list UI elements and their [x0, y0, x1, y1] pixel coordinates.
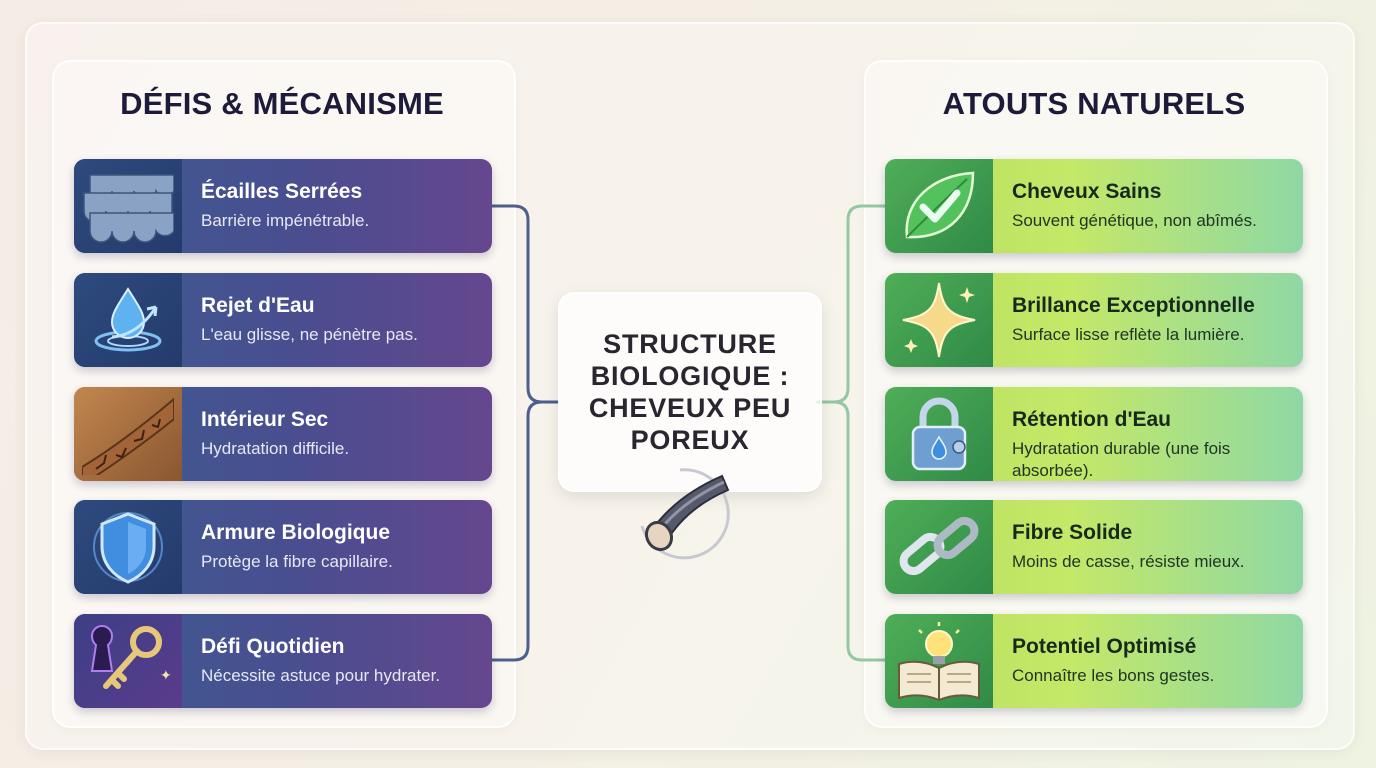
right-connector-lines	[816, 204, 887, 662]
challenge-card-title: Écailles Serrées	[201, 180, 363, 203]
asset-card-title: Potentiel Optimisé	[1012, 635, 1197, 658]
water-drop-icon	[74, 273, 182, 367]
connector-line	[832, 400, 887, 662]
challenge-card-desc: Protège la fibre capillaire.	[201, 552, 393, 571]
center-title: STRUCTURE BIOLOGIQUE : CHEVEUX PEU POREU…	[588, 329, 792, 455]
sparkle-icon	[885, 273, 993, 367]
asset-card: Cheveux Sains Souvent génétique, non abî…	[885, 159, 1303, 253]
svg-text:✦: ✦	[160, 668, 172, 684]
challenge-card: ✦ Défi Quotidien Nécessite astuce pour h…	[74, 614, 492, 708]
asset-card-title: Fibre Solide	[1012, 521, 1133, 544]
challenge-card: Rejet d'Eau L'eau glisse, ne pénètre pas…	[74, 273, 492, 367]
book-bulb-icon	[885, 614, 993, 708]
asset-card-desc: Connaître les bons gestes.	[1012, 666, 1215, 685]
asset-card: Brillance Exceptionnelle Surface lisse r…	[885, 273, 1303, 367]
asset-card-desc: Moins de casse, résiste mieux.	[1012, 552, 1245, 571]
left-connector-lines	[490, 204, 560, 662]
asset-card-desc: Surface lisse reflète la lumière.	[1012, 325, 1245, 344]
assets-panel-title: ATOUTS NATURELS	[942, 86, 1246, 121]
asset-card-desc: Hydratation durable (une fois absorbée).	[1012, 439, 1231, 480]
shield-icon	[74, 500, 182, 594]
challenge-card-desc: L'eau glisse, ne pénètre pas.	[201, 325, 418, 344]
challenges-panel-title: DÉFIS & MÉCANISME	[120, 86, 444, 121]
key-icon: ✦	[74, 614, 182, 708]
cracked-strand-icon	[74, 387, 182, 481]
challenge-card-desc: Hydratation difficile.	[201, 439, 350, 458]
challenge-card-desc: Barrière impénétrable.	[201, 211, 370, 230]
connector-line	[490, 204, 560, 404]
leaf-check-icon	[885, 159, 993, 253]
center-node: STRUCTURE BIOLOGIQUE : CHEVEUX PEU POREU…	[558, 292, 822, 492]
challenge-card-title: Armure Biologique	[201, 521, 391, 544]
connector-line	[490, 400, 544, 662]
padlock-drop-icon	[885, 387, 993, 481]
asset-card: Potentiel Optimisé Connaître les bons ge…	[885, 614, 1303, 708]
asset-card: Fibre Solide Moins de casse, résiste mie…	[885, 500, 1303, 594]
connector-line	[816, 204, 887, 404]
asset-card-title: Rétention d'Eau	[1012, 408, 1171, 431]
challenge-card: Armure Biologique Protège la fibre capil…	[74, 500, 492, 594]
challenge-card-title: Rejet d'Eau	[201, 294, 315, 317]
challenge-card-title: Intérieur Sec	[201, 408, 329, 431]
challenge-card-title: Défi Quotidien	[201, 635, 345, 658]
challenge-card: Intérieur Sec Hydratation difficile.	[74, 387, 492, 481]
chain-link-icon	[885, 500, 993, 594]
challenge-card: Écailles Serrées Barrière impénétrable.	[74, 159, 492, 253]
scales-icon	[74, 159, 182, 253]
hair-strand-icon	[640, 468, 730, 560]
asset-card-title: Brillance Exceptionnelle	[1012, 294, 1255, 317]
challenge-card-desc: Nécessite astuce pour hydrater.	[201, 666, 441, 685]
asset-card-title: Cheveux Sains	[1012, 180, 1162, 203]
asset-card-desc: Souvent génétique, non abîmés.	[1012, 211, 1257, 230]
asset-card: Rétention d'Eau Hydratation durable (une…	[885, 387, 1303, 481]
